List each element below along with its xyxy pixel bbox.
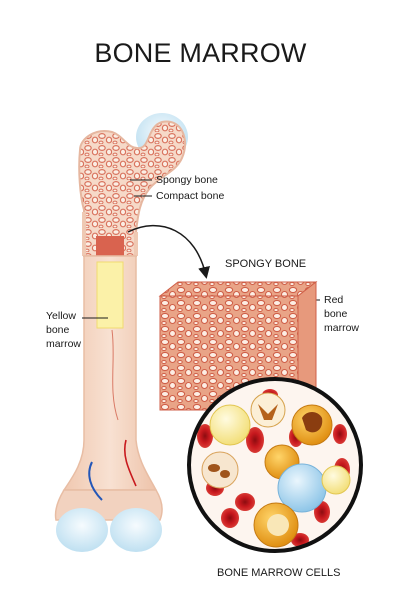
- cube-title: SPONGY BONE: [225, 258, 307, 270]
- label-red-marrow-2: bone: [324, 308, 348, 320]
- adipocyte: [209, 404, 251, 446]
- marrow-cells-circle: [187, 377, 363, 553]
- proximal-spongy-bone: [78, 120, 187, 257]
- label-yellow-marrow-3: marrow: [46, 338, 82, 350]
- label-spongy-bone: Spongy bone: [156, 174, 218, 186]
- cells-circle-border: [187, 377, 363, 553]
- label-red-marrow-3: marrow: [324, 322, 360, 334]
- femur-bone: [54, 113, 188, 552]
- diagram-title: BONE MARROW: [94, 38, 307, 68]
- distal-cartilage-right: [110, 508, 162, 552]
- zoom-arrow: [127, 224, 210, 279]
- platelet-precursor: [321, 465, 351, 495]
- granulocyte: [250, 392, 286, 428]
- eosinophil: [201, 451, 239, 489]
- distal-cartilage-left: [56, 508, 108, 552]
- label-red-marrow-1: Red: [324, 294, 344, 306]
- label-yellow-marrow-2: bone: [46, 324, 70, 336]
- vein: [88, 461, 103, 501]
- label-compact-bone: Compact bone: [156, 190, 225, 202]
- cube-top: [158, 281, 318, 297]
- artery: [123, 439, 137, 487]
- yellow-marrow-cavity: [96, 261, 124, 329]
- cells-title: BONE MARROW CELLS: [217, 567, 341, 579]
- label-yellow-marrow-1: Yellow: [46, 310, 76, 322]
